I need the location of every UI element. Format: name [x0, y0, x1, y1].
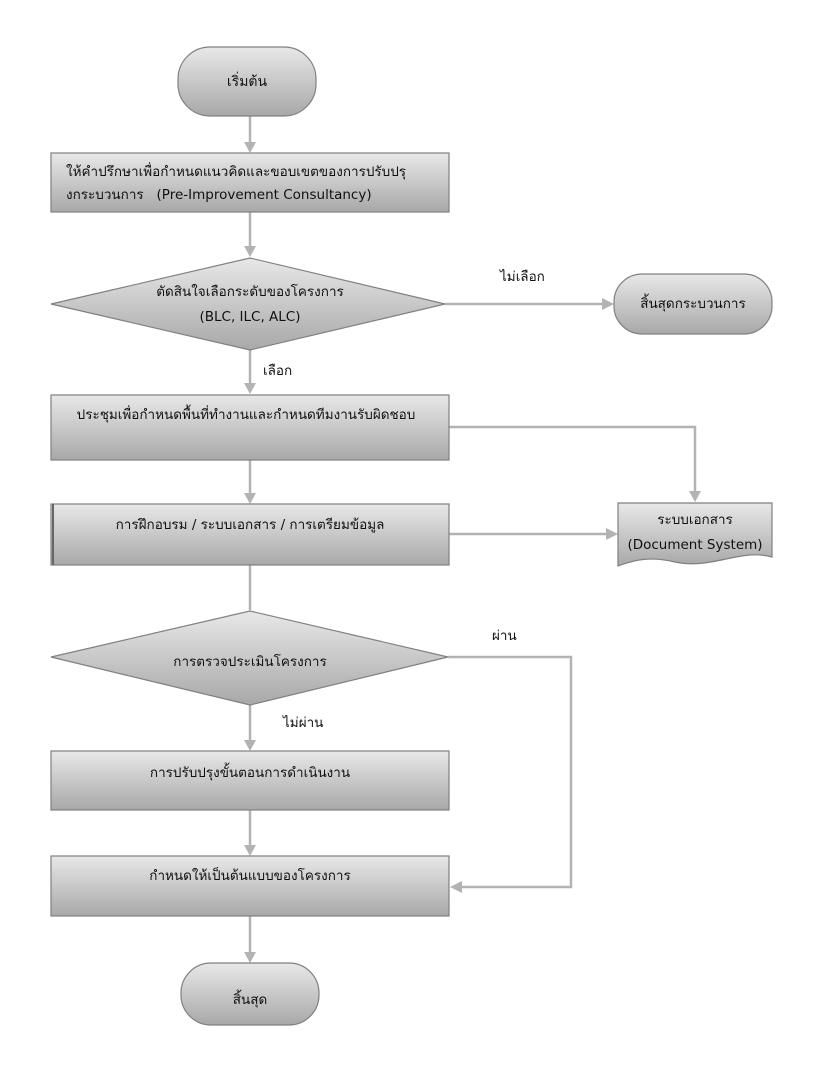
evaluate-decision — [50, 610, 449, 706]
end-process-label: สิ้นสุดกระบวนการ — [640, 293, 746, 312]
meeting-label: ประชุมเพื่อกำหนดพื้นที่ทำงานและกำหนดทีมง… — [77, 404, 416, 423]
end-label: สิ้นสุด — [233, 989, 267, 1008]
arrowhead — [244, 952, 256, 963]
arrowhead — [244, 493, 256, 504]
edge-meeting-docsystem — [449, 425, 697, 492]
fail-label: ไม่ผ่าน — [282, 715, 323, 731]
consult-label-line1: ให้คำปรึกษาเพื่อกำหนดแนวคิดและขอบเขตของก… — [66, 162, 406, 180]
decide-label-line1: ตัดสินใจเลือกระดับของโครงการ — [156, 283, 344, 300]
training-process — [50, 503, 450, 566]
training-label: การฝึกอบรม / ระบบเอกสาร / การเตรียมข้อมู… — [116, 517, 385, 533]
arrowhead — [450, 881, 462, 893]
arrowhead — [244, 740, 256, 751]
node-texts: เริ่มต้น ให้คำปรึกษาเพื่อกำหนดแนวคิดและข… — [66, 72, 763, 1008]
edge-labels: ไม่เลือก เลือก ผ่าน ไม่ผ่าน — [263, 269, 545, 731]
edge-evaluate-prototype-pass — [448, 655, 573, 889]
evaluate-label: การตรวจประเมินโครงการ — [173, 653, 326, 670]
improve-label: การปรับปรุงขั้นตอนการดำเนินงาน — [150, 762, 350, 781]
arrowhead — [244, 246, 256, 257]
arrowhead — [244, 845, 256, 856]
consult-process — [50, 152, 450, 213]
start-label: เริ่มต้น — [227, 72, 268, 90]
arrowhead — [244, 383, 256, 394]
node-shapes — [50, 46, 773, 1026]
decide-label-line2: (BLC, ILC, ALC) — [199, 309, 300, 325]
end-process-terminator — [613, 273, 773, 335]
end-terminator — [180, 962, 320, 1026]
arrowhead — [602, 298, 614, 310]
prototype-process — [50, 855, 450, 917]
doc-system-label-line1: ระบบเอกสาร — [657, 512, 733, 528]
pass-label: ผ่าน — [492, 628, 517, 644]
improve-process — [50, 750, 450, 811]
arrowhead — [689, 491, 701, 502]
start-terminator — [177, 46, 317, 117]
doc-system-label-line2: (Document System) — [627, 537, 762, 553]
doc-system-document — [617, 502, 773, 567]
not-selected-label: ไม่เลือก — [499, 269, 545, 285]
prototype-label: กำหนดให้เป็นต้นแบบของโครงการ — [149, 866, 350, 884]
connectors — [244, 116, 701, 963]
consult-label-line2: งกระบวนการ (Pre-Improvement Consultancy) — [66, 187, 372, 203]
arrowhead — [244, 142, 256, 153]
arrowhead — [606, 528, 618, 540]
decide-decision — [50, 257, 446, 351]
selected-label: เลือก — [263, 363, 292, 379]
meeting-process — [50, 394, 450, 461]
